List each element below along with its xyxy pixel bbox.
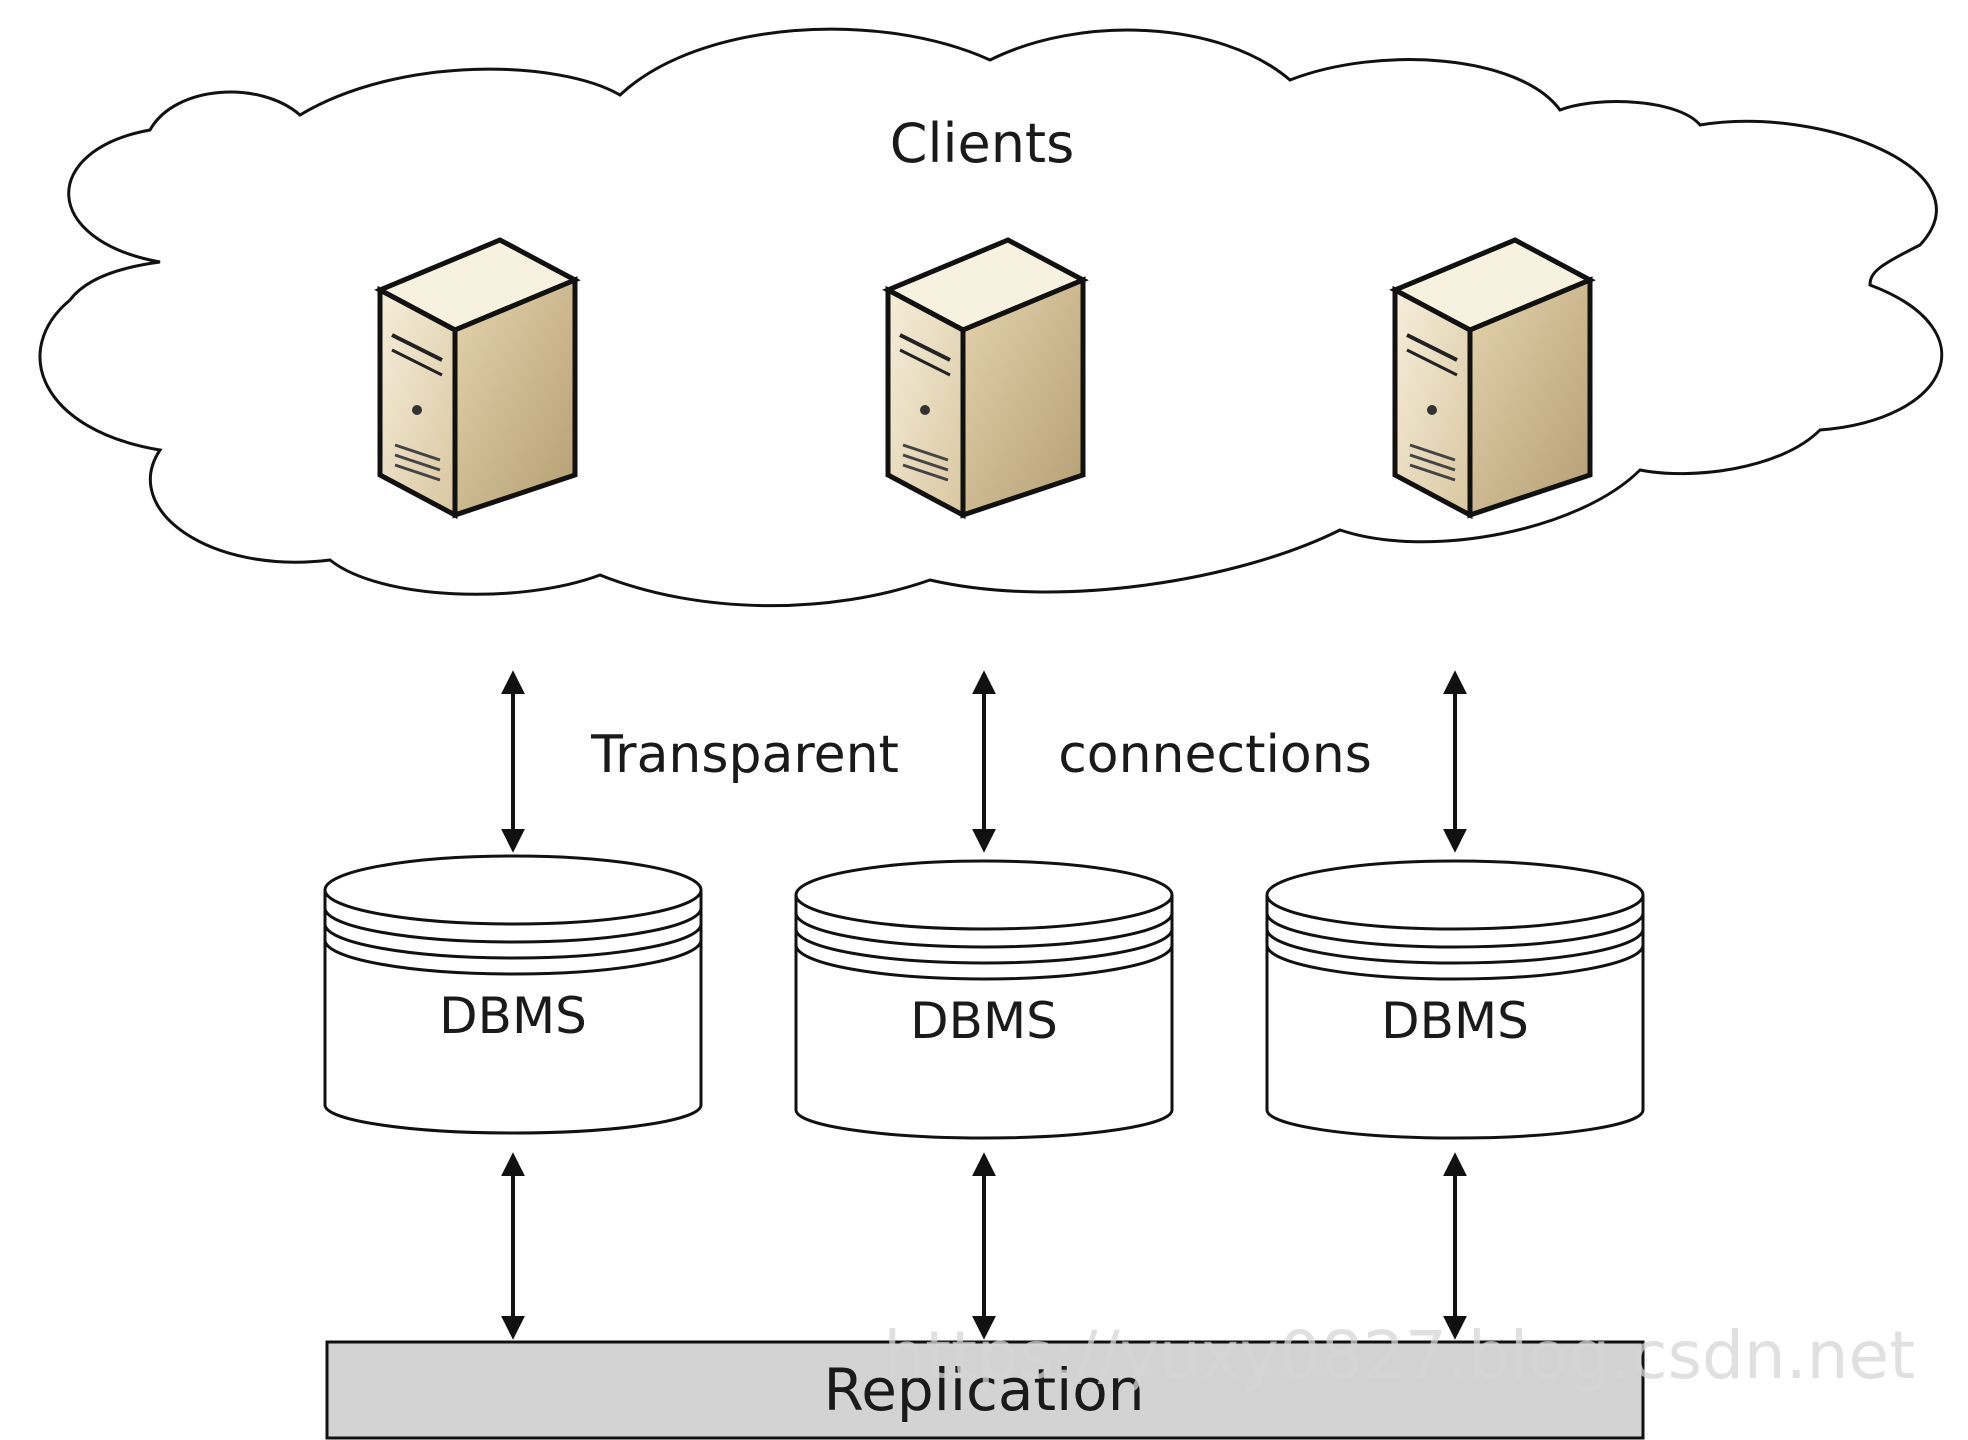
server-icon (374, 237, 581, 520)
client-server-3 (1389, 237, 1596, 520)
connections-label: connections (1058, 725, 1372, 785)
dbms-label: DBMS (1381, 992, 1529, 1050)
watermark-text: https://yuxy0827.blog.csdn.net (883, 1317, 1915, 1394)
dbms-cylinder-1: DBMS (323, 854, 703, 1135)
dbms-label: DBMS (439, 987, 587, 1045)
replication-label: Replication (824, 1356, 1145, 1424)
dbms-cylinder-2: DBMS (794, 859, 1174, 1140)
replication-bar (325, 1340, 1645, 1440)
transparent-label: Transparent (590, 725, 899, 785)
client-server-2 (882, 237, 1089, 520)
client-server-1 (374, 237, 581, 520)
server-icon (882, 237, 1089, 520)
dbms-cylinder-3: DBMS (1265, 859, 1645, 1140)
clients-label: Clients (890, 112, 1074, 175)
server-icon (1389, 237, 1596, 520)
dbms-label: DBMS (910, 992, 1058, 1050)
